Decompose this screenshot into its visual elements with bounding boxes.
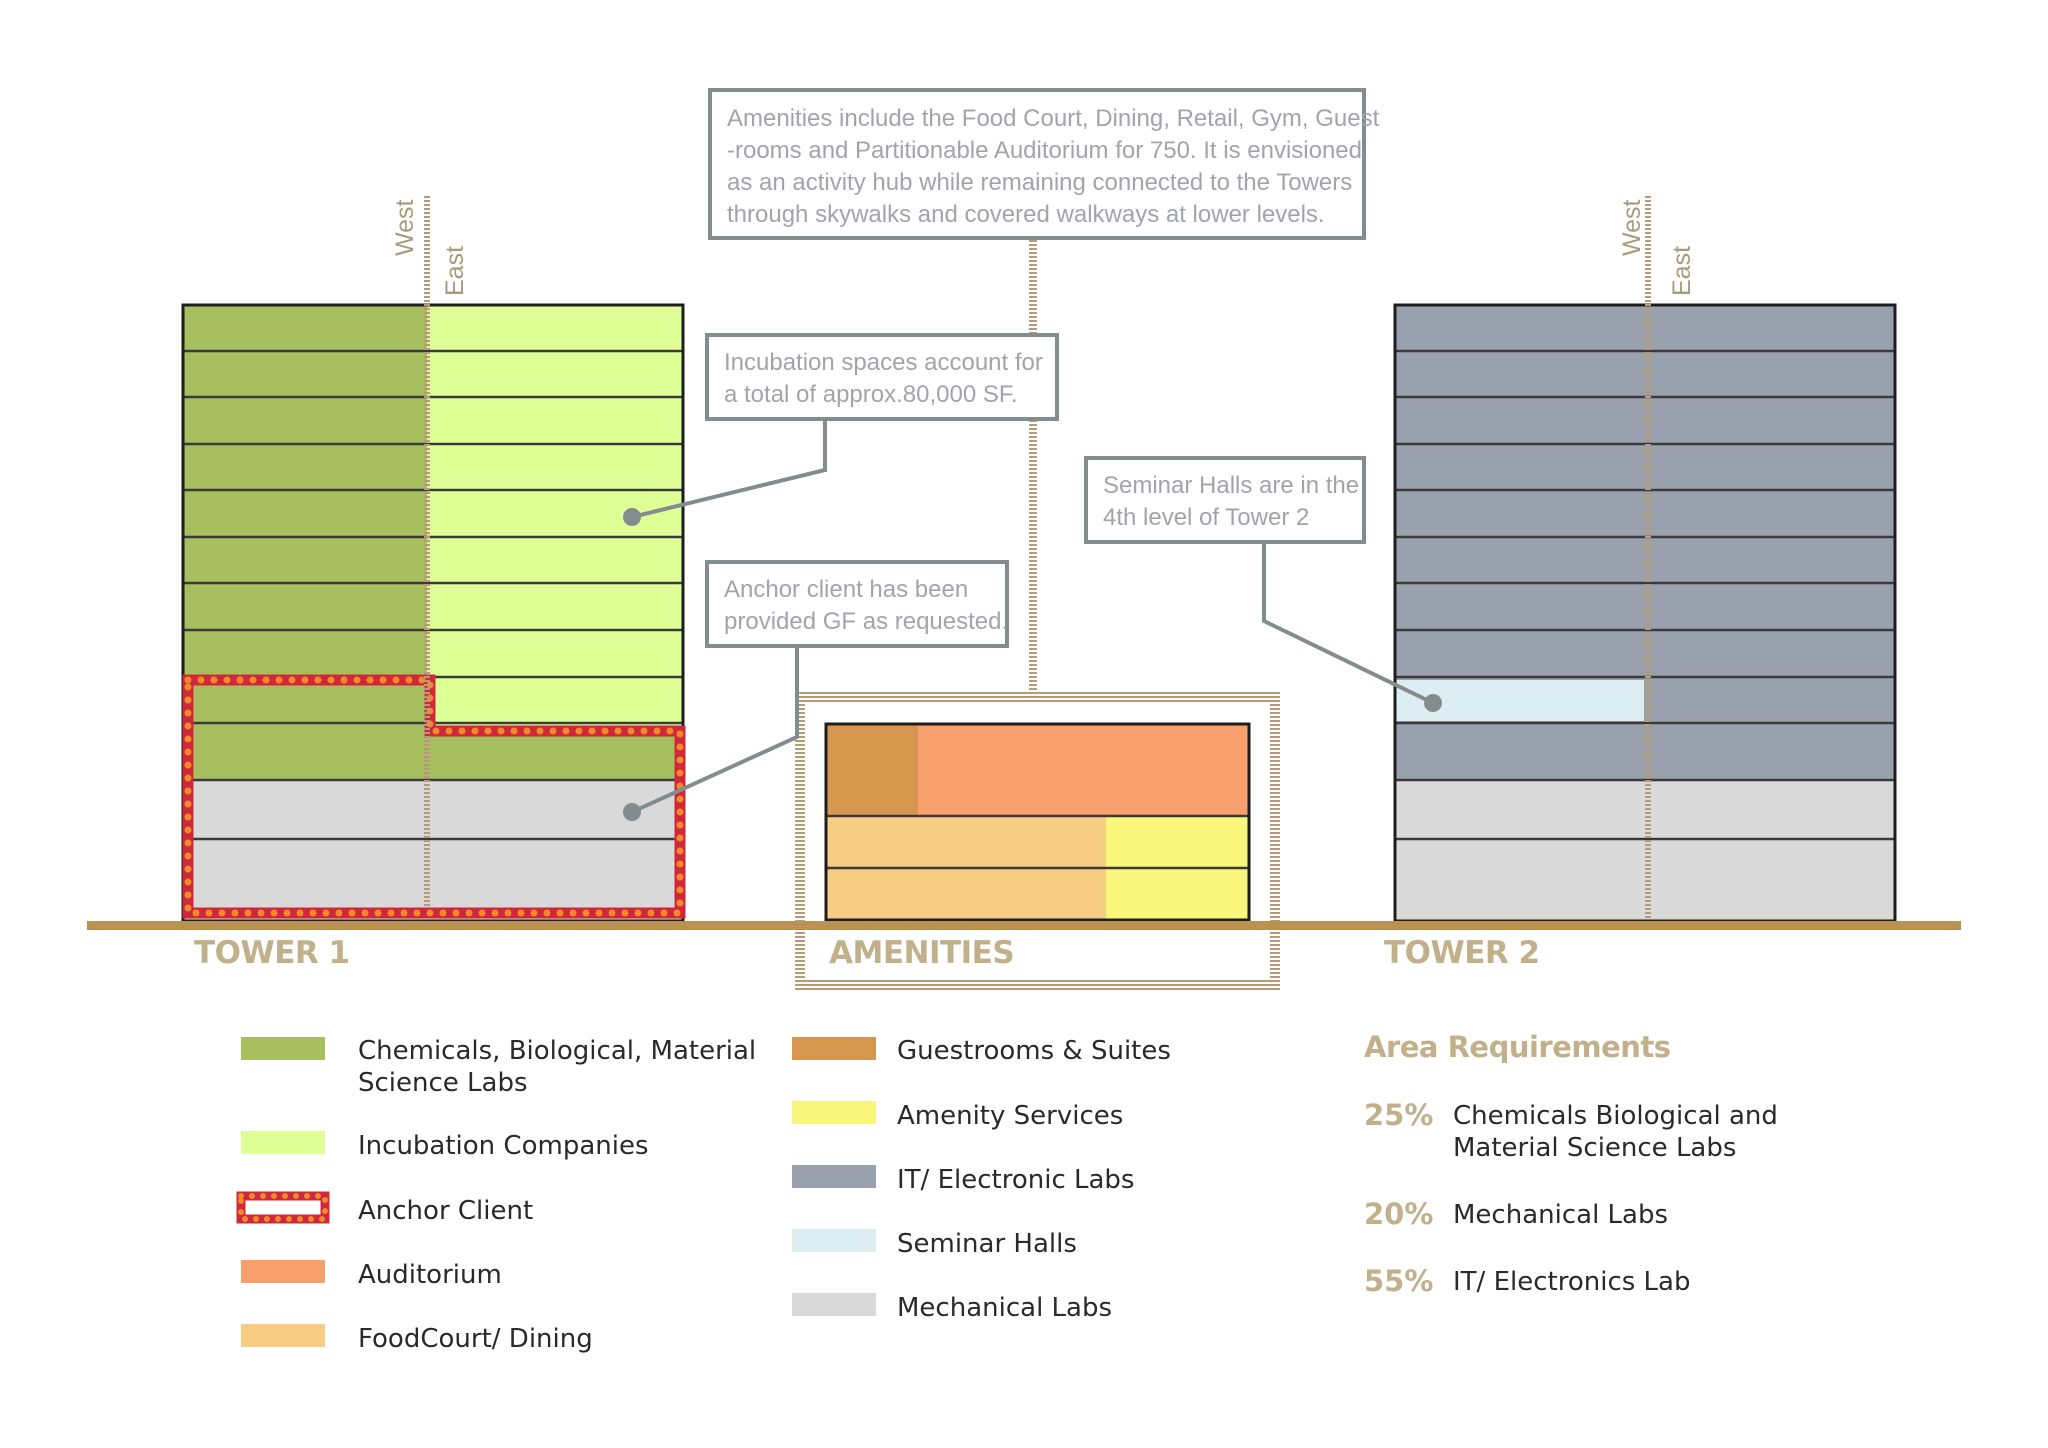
tower-1-east-label: East (441, 246, 469, 296)
incubation-note-leader (631, 419, 827, 519)
tower-2-east-label: East (1668, 246, 1696, 296)
legend-column-2: Guestrooms & Suites Amenity Services IT/… (792, 1036, 1171, 1323)
incubation-note-line-1: Incubation spaces account for (724, 349, 1043, 376)
guestrooms-block (826, 724, 918, 816)
anchor-note-line-1: Anchor client has been (724, 576, 968, 603)
legend-swatch-amenity-services (792, 1101, 876, 1124)
tower-1-mechanical-block-west (183, 780, 427, 921)
tower-1-mechanical-block-east (427, 780, 683, 921)
legend-swatch-it-labs (792, 1165, 876, 1188)
tower-1-floor-lines (183, 349, 683, 841)
legend: Chemicals, Biological, Material Science … (236, 1036, 1171, 1354)
auditorium-block (918, 724, 1249, 816)
legend-swatch-mechanical-labs (792, 1293, 876, 1316)
area-requirement-percent-1: 25% (1364, 1098, 1433, 1132)
legend-label-guestrooms: Guestrooms & Suites (897, 1036, 1171, 1066)
legend-label-seminar-halls: Seminar Halls (897, 1229, 1077, 1259)
amenities-note-line-1: Amenities include the Food Court, Dining… (727, 105, 1380, 132)
anchor-note-box (705, 560, 1009, 648)
amenities-note-line-4: through skywalks and covered walkways at… (727, 201, 1325, 228)
legend-label-auditorium: Auditorium (358, 1260, 502, 1290)
legend-label-foodcourt: FoodCourt/ Dining (358, 1324, 593, 1354)
legend-swatch-anchor-client (236, 1191, 330, 1224)
legend-label-amenity-services: Amenity Services (897, 1101, 1123, 1131)
amenities-floor-lines (826, 814, 1249, 870)
tower-2-west-label: West (1618, 199, 1646, 256)
tower-2-label: TOWER 2 (1384, 935, 1540, 971)
anchor-note-line-2: provided GF as requested. (724, 608, 1008, 635)
tower-1-west-half (183, 305, 427, 921)
seminar-note-box (1084, 456, 1366, 544)
legend-label-chemicals-labs-1: Chemicals, Biological, Material (358, 1036, 756, 1066)
seminar-note-line-1: Seminar Halls are in the (1103, 472, 1359, 499)
tower-1-labs-block (183, 305, 427, 780)
area-requirement-percent-3: 55% (1364, 1264, 1433, 1298)
tower-1-west-label: West (391, 199, 419, 256)
incubation-note-line-2: a total of approx.80,000 SF. (724, 381, 1018, 408)
legend-swatch-guestrooms (792, 1037, 876, 1060)
seminar-note: Seminar Halls are in the 4th level of To… (1084, 456, 1442, 712)
legend-label-mechanical-labs: Mechanical Labs (897, 1293, 1112, 1323)
incubation-note: Incubation spaces account for a total of… (623, 333, 1059, 526)
amenities-note-line-2: -rooms and Partitionable Auditorium for … (727, 137, 1362, 164)
legend-swatch-foodcourt (241, 1324, 325, 1347)
legend-swatch-auditorium (241, 1260, 325, 1283)
seminar-note-pin (1424, 694, 1442, 712)
incubation-note-pin (623, 508, 641, 526)
amenities-building (795, 240, 1280, 990)
tower-2: West East (1393, 196, 1897, 923)
amenities-outline (824, 722, 1251, 922)
amenities-note: Amenities include the Food Court, Dining… (708, 88, 1380, 240)
amenities-label: AMENITIES (829, 935, 1014, 971)
area-requirement-label-1a: Chemicals Biological and (1453, 1101, 1778, 1131)
incubation-note-box (705, 333, 1059, 421)
legend-label-anchor-client: Anchor Client (358, 1196, 533, 1226)
tower-1-east-west-divider (424, 196, 430, 908)
legend-swatch-incubation (241, 1131, 325, 1154)
amenities-note-line-3: as an activity hub while remaining conne… (727, 169, 1352, 196)
amenities-walkway-boundary (795, 692, 1280, 990)
legend-label-it-labs: IT/ Electronic Labs (897, 1165, 1134, 1195)
tower-1-incubation-block (427, 305, 683, 727)
area-requirement-label-1b: Material Science Labs (1453, 1133, 1736, 1163)
area-requirement-label-3: IT/ Electronics Lab (1453, 1267, 1690, 1297)
tower-2-east-west-divider (1645, 196, 1651, 920)
skywalk-connector (1029, 240, 1037, 698)
legend-label-incubation: Incubation Companies (358, 1131, 649, 1161)
anchor-note: Anchor client has been provided GF as re… (623, 560, 1009, 821)
area-requirements-title: Area Requirements (1364, 1030, 1671, 1064)
legend-swatch-seminar-halls (792, 1229, 876, 1252)
legend-label-chemicals-labs-2: Science Labs (358, 1068, 528, 1098)
anchor-note-leader (631, 646, 799, 814)
ground-line (87, 921, 1961, 930)
tower-1: West East (181, 196, 686, 923)
area-requirement-percent-2: 20% (1364, 1197, 1433, 1231)
legend-column-1: Chemicals, Biological, Material Science … (236, 1036, 756, 1354)
area-requirement-label-2: Mechanical Labs (1453, 1200, 1668, 1230)
amenities-note-box (708, 88, 1366, 240)
seminar-note-leader (1262, 542, 1434, 705)
tower-1-label: TOWER 1 (194, 935, 350, 971)
anchor-note-pin (623, 803, 641, 821)
area-requirements: Area Requirements 25% Chemicals Biologic… (1364, 1030, 1778, 1298)
seminar-note-line-2: 4th level of Tower 2 (1103, 504, 1309, 531)
legend-swatch-chemicals-labs (241, 1037, 325, 1060)
